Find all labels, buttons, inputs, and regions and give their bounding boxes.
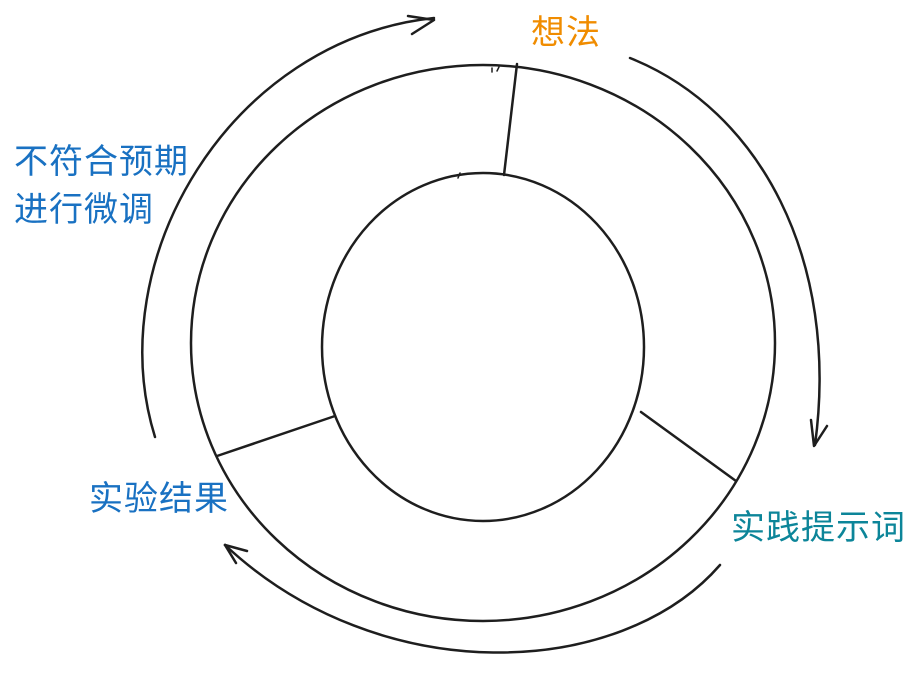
arrow-practice-to-result [223,543,722,654]
outer-ring [189,63,777,623]
label-practice-prompt: 实践提示词 [731,508,906,548]
label-experiment-result: 实验结果 [89,479,229,519]
inner-ring [320,171,646,523]
label-mismatch-line1: 不符合预期 [14,142,189,182]
label-idea: 想法 [531,13,601,53]
divider-top [502,62,519,177]
divider-left [215,414,337,458]
label-mismatch-line2: 进行微调 [14,190,154,230]
arrow-idea-to-practice [628,56,829,448]
divider-right [639,410,738,483]
arrow-result-to-idea [141,14,436,439]
